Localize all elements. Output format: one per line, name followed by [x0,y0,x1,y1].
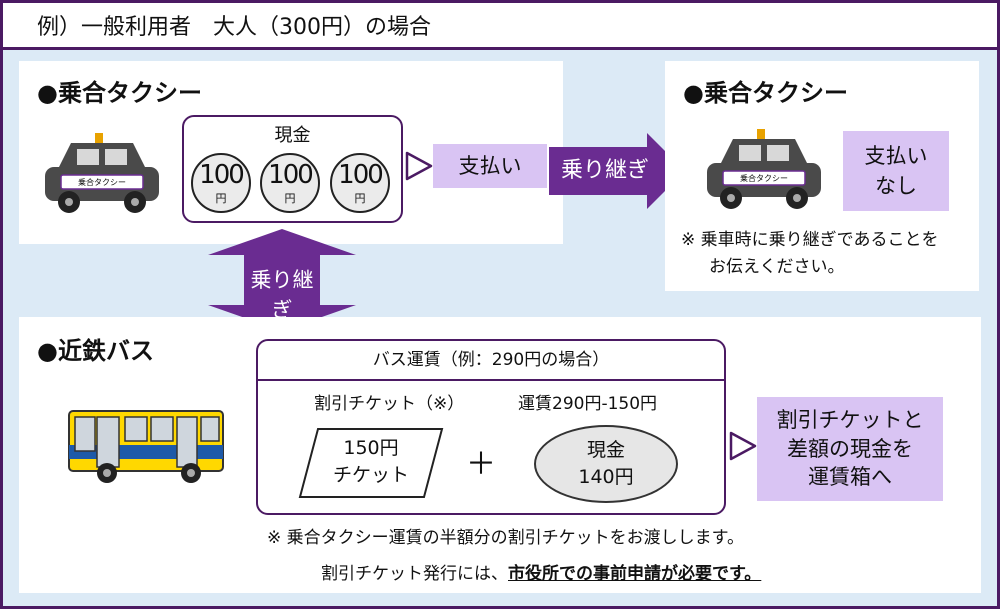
bus-icon [68,410,224,483]
transfer-vertical-label: 乗り継ぎ [250,268,314,322]
fare-pointer-icon [729,431,757,461]
transfer-right-label: 乗り継ぎ [560,158,649,183]
taxi2-sign-label: 乗合タクシー [740,173,788,183]
coin-2-value: 100 [268,160,314,190]
fare-result-label: 割引チケットと 差額の現金を 運賃箱へ [757,397,943,501]
cash-box: 現金 100 円 100 円 100 円 [182,115,403,223]
coin-2-unit: 円 [284,192,296,205]
pay-pointer-icon [405,151,433,181]
coin-3: 100 円 [330,153,390,213]
cash-ellipse: 現金 140円 [534,425,678,503]
fare-caption: 運賃290円-150円 [518,394,658,414]
taxi2-note-line1: ※ 乗車時に乗り継ぎであることを [681,230,939,250]
coin-1-unit: 円 [215,192,227,205]
pay-label: 支払い [433,144,547,188]
ticket-text: 150円 チケット [298,435,444,489]
taxi2-icon: 乗合タクシー [707,129,821,209]
fare-result-line3: 運賃箱へ [808,465,892,490]
footer-note2-emphasis: 市役所での事前申請が必要です。 [508,564,762,584]
bus-heading: ●近鉄バス [37,337,154,365]
taxi-icon: 乗合タクシー [45,133,159,213]
no-pay-label: 支払い なし [843,131,949,211]
taxi-sign-label: 乗合タクシー [78,177,126,187]
ticket-line2: チケット [332,464,409,486]
ticket-shape [298,428,444,498]
coin-2: 100 円 [260,153,320,213]
cash-label: 現金 [274,125,311,146]
taxi2-heading: ●乗合タクシー [683,79,848,107]
no-pay-line1: 支払い [864,143,928,168]
taxi2-panel: ●乗合タクシー 乗合タクシー 支払い なし ※ 乗車時に乗り継ぎであることを お… [665,61,979,291]
coin-3-unit: 円 [354,192,366,205]
fare-result-line1: 割引チケットと [776,408,924,433]
title: 例）一般利用者 大人（300円）の場合 [37,15,431,40]
fare-title: バス運賃（例：290円の場合） [258,341,724,381]
transfer-arrow-vertical [208,229,356,331]
taxi2-note: ※ 乗車時に乗り継ぎであることを お伝えください。 [681,227,938,281]
transfer-arrow-right [549,133,685,209]
taxi2-note-line2: お伝えください。 [709,257,845,277]
no-pay-line2: なし [875,174,917,198]
ticket-caption: 割引チケット（※） [314,394,465,414]
taxi-panel: ●乗合タクシー 乗合タクシー 現金 100 円 100 円 100 [19,61,563,244]
coin-1: 100 円 [191,153,251,213]
footer-note2-prefix: 割引チケット発行には、 [321,564,508,584]
bus-panel: ●近鉄バス バス運賃（例：290円の場合） 割引チケット（※） 運賃290円-1… [19,317,981,593]
footer-note1: ※ 乗合タクシー運賃の半額分の割引チケットをお渡しします。 [267,528,744,548]
cash-ellipse-line1: 現金 [586,439,625,461]
coin-1-value: 100 [199,160,245,190]
cash-ellipse-line2: 140円 [578,466,634,488]
coin-3-value: 100 [338,160,384,190]
title-bar: 例）一般利用者 大人（300円）の場合 [3,3,997,50]
footer-note2: 割引チケット発行には、市役所での事前申請が必要です。 [321,559,761,584]
fare-box: バス運賃（例：290円の場合） 割引チケット（※） 運賃290円-150円 15… [256,339,726,515]
fare-result-line2: 差額の現金を [787,436,913,461]
ticket-line1: 150円 [343,437,399,459]
plus-sign: ＋ [466,447,496,482]
taxi-heading: ●乗合タクシー [37,79,202,107]
